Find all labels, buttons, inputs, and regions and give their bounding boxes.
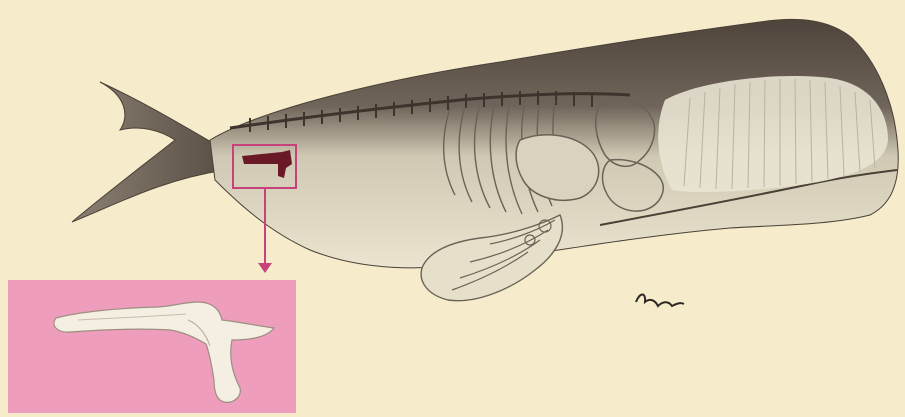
artist-signature (636, 295, 684, 307)
connector-arrow-icon (258, 263, 272, 273)
tail-fluke (72, 82, 225, 222)
pelvic-bone-highlight-box (232, 144, 297, 189)
inset-panel (8, 280, 296, 413)
enlarged-pelvic-bone (8, 280, 296, 413)
connector-line (264, 189, 266, 265)
